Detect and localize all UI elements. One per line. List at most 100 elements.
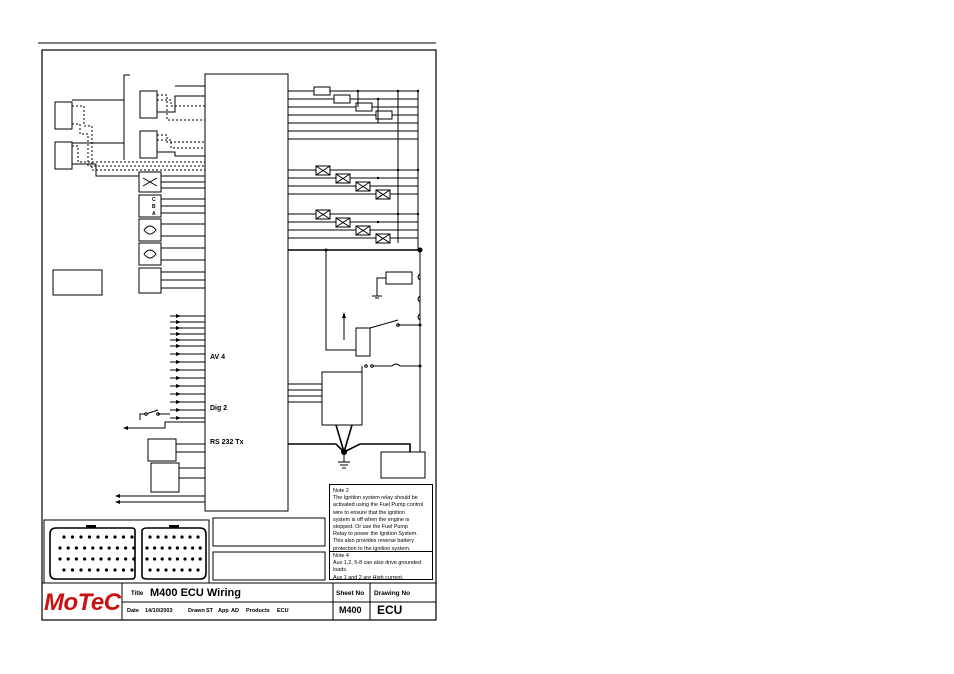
connector-pin	[172, 535, 176, 539]
drawing-frame	[41, 49, 437, 621]
connector-pin	[130, 535, 134, 539]
connector-pin	[198, 546, 202, 550]
note-2: Note 2 The Ignition system relay should …	[329, 484, 433, 552]
drawing-no-label: Drawing No	[374, 590, 411, 597]
connector-pin	[196, 535, 200, 539]
connector-pin	[99, 546, 103, 550]
ecu-label-av4: AV 4	[210, 354, 225, 361]
connector-pin	[66, 546, 70, 550]
title-block	[42, 582, 436, 620]
app-label: App	[218, 608, 229, 614]
note-2-line: The Ignition system relay should be	[333, 495, 418, 502]
connector-pin	[198, 557, 202, 561]
connector-pin	[188, 535, 192, 539]
connector-pin	[62, 568, 66, 572]
connector-pins	[58, 535, 202, 572]
connector-panel	[43, 519, 210, 584]
sheet-no-value: M400	[339, 605, 362, 615]
input-arrows	[170, 314, 205, 420]
connector-pin	[156, 568, 160, 572]
connector-pin	[58, 557, 62, 561]
note-4-line: Note 4	[333, 553, 349, 559]
connector-pin	[160, 546, 164, 550]
dig-switch	[123, 409, 205, 430]
connector-pin	[107, 546, 111, 550]
sensor-box-3	[138, 218, 205, 242]
drawing-title: M400 ECU Wiring	[150, 587, 241, 599]
connector-pin	[156, 535, 160, 539]
supply-buses	[356, 89, 420, 250]
left-module-box	[52, 269, 103, 296]
coil-group-2	[288, 209, 418, 244]
motec-logo: MoTeC	[44, 589, 121, 616]
note-2-line: stopped. Or use the Fuel Pump	[333, 524, 408, 531]
connector-pin	[124, 546, 128, 550]
connector-pin	[113, 535, 117, 539]
connector-pin	[83, 557, 87, 561]
title-label: Title	[131, 591, 144, 597]
sensor-box-cba: C B A	[138, 194, 205, 218]
connector-pin	[70, 535, 75, 539]
date-label: Date	[127, 608, 139, 614]
svg-text:A: A	[152, 211, 156, 217]
upper-sensor-group	[139, 85, 205, 159]
connector-pin	[188, 568, 192, 572]
connector-a	[49, 525, 136, 580]
connector-pin	[96, 568, 100, 572]
connector-pin	[148, 568, 152, 572]
sensor-box-5	[138, 267, 205, 294]
note-2-line: protection to the ignition system.	[333, 545, 411, 552]
ecu-label-rs232: RS 232 Tx	[210, 439, 244, 446]
connector-pin	[160, 557, 164, 561]
connector-pin	[124, 557, 128, 561]
connector-pin	[107, 557, 111, 561]
power-distribution	[288, 247, 423, 452]
products-label: Products	[246, 608, 270, 614]
products-value: ECU	[277, 608, 289, 614]
injector-resistors	[288, 86, 418, 140]
drawn-label: Drawn	[188, 608, 205, 614]
connector-pin	[79, 568, 83, 572]
connector-pin	[62, 535, 66, 539]
connector-pin	[104, 568, 109, 572]
label-box-1	[212, 517, 326, 547]
connector-pin	[91, 557, 95, 561]
note-4: Note 4 Aux 1,2, 5-8 can also drive groun…	[329, 551, 433, 581]
connector-pin	[70, 568, 75, 572]
drawing-no-value: ECU	[377, 603, 403, 617]
sensor-box-1	[138, 171, 205, 193]
connector-pin	[153, 557, 157, 561]
connector-pin	[191, 546, 195, 550]
connector-pin	[79, 535, 83, 539]
note-2-line: system is off when the engine is	[333, 516, 410, 523]
connector-pin	[180, 568, 184, 572]
connector-pin	[183, 546, 187, 550]
connector-pin	[91, 546, 95, 550]
coil-group-1	[288, 165, 418, 200]
connector-pin	[115, 546, 119, 550]
ground-node	[288, 424, 426, 479]
comms-boxes	[115, 438, 205, 504]
connector-pin	[180, 535, 184, 539]
connector-pin	[87, 568, 92, 572]
connector-pin	[132, 557, 136, 561]
connector-pin	[130, 568, 134, 572]
connector-pin	[113, 568, 117, 572]
connector-pin	[115, 557, 119, 561]
connector-pin	[175, 546, 179, 550]
svg-text:C: C	[152, 197, 156, 203]
note-2-line: Note 2	[333, 488, 349, 494]
note-2-line: activated using the Fuel Pump control	[333, 502, 424, 509]
app-value: AD	[231, 608, 239, 614]
connector-pin	[132, 546, 136, 550]
note-2-line: This also provides reverse battery	[333, 538, 414, 545]
connector-pin	[145, 546, 149, 550]
note-4-line: loads.	[333, 567, 348, 574]
connector-pin	[96, 535, 100, 539]
connector-pin	[172, 568, 176, 572]
note-2-line: Relay to power the Ignition System.	[333, 531, 418, 538]
note-2-line: wire to ensure that the ignition	[333, 509, 405, 516]
connector-pin	[74, 546, 78, 550]
note-4-line: Aux 1,2, 5-8 can also drive grounded	[333, 560, 422, 567]
